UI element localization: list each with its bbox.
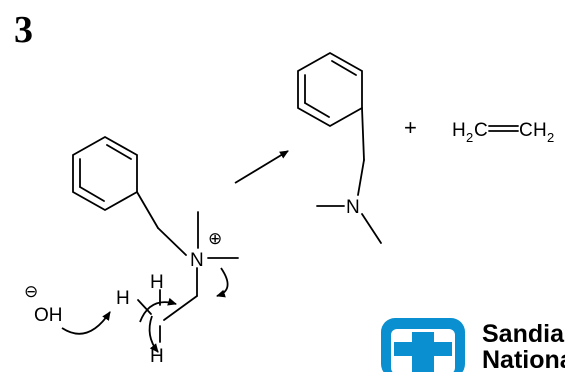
positive-charge: ⊕ [208, 229, 222, 248]
product-methyl-down [361, 213, 382, 244]
hydrogen-top: H [150, 272, 164, 293]
ethylene-c2: C [519, 120, 533, 141]
ch2-n-bond [157, 227, 187, 256]
product-benzene-ring [297, 51, 363, 128]
reaction-arrow [234, 150, 289, 184]
ethylene-sub-right: 2 [547, 130, 554, 145]
curved-arrow-cn-bond [216, 267, 229, 298]
reactant-molecule: N ⊕ H H H [72, 135, 239, 367]
reactant-benzene-ring [72, 135, 138, 212]
ethylene-h-right: H [533, 120, 547, 141]
ethylene-h-left: H [452, 120, 466, 141]
curved-arrow-ch-bond [139, 297, 177, 323]
ethylene-c1: C [474, 120, 488, 141]
curved-arrow-oh-to-h [61, 311, 111, 335]
benzyl-bond [136, 191, 159, 229]
plus-sign: + [404, 115, 417, 140]
c-h-left-bond [137, 299, 152, 315]
ethylene-sub-left: 2 [466, 130, 473, 145]
product-benzyl-bond [361, 107, 365, 161]
amine-nitrogen: N [346, 197, 360, 218]
ammonium-nitrogen: N [190, 250, 204, 271]
curved-arrow-elimination [148, 315, 159, 353]
ethylene-product: H 2 C C H 2 [452, 120, 554, 145]
product-ch2-n-bond [357, 159, 365, 196]
amine-product: N [297, 51, 382, 244]
step-number: 3 [14, 9, 33, 51]
logo-text-line1: Sandia [482, 320, 565, 348]
sandia-logo: Sandia Nationa [381, 318, 565, 372]
hydroxide-label: OH [34, 305, 63, 326]
hydroxide-ion: ⊖ OH [24, 282, 63, 326]
ch2-ch3-bond [163, 295, 198, 321]
hydrogen-left: H [116, 288, 130, 309]
negative-charge: ⊖ [24, 282, 38, 301]
logo-text-line2: Nationa [482, 346, 565, 372]
